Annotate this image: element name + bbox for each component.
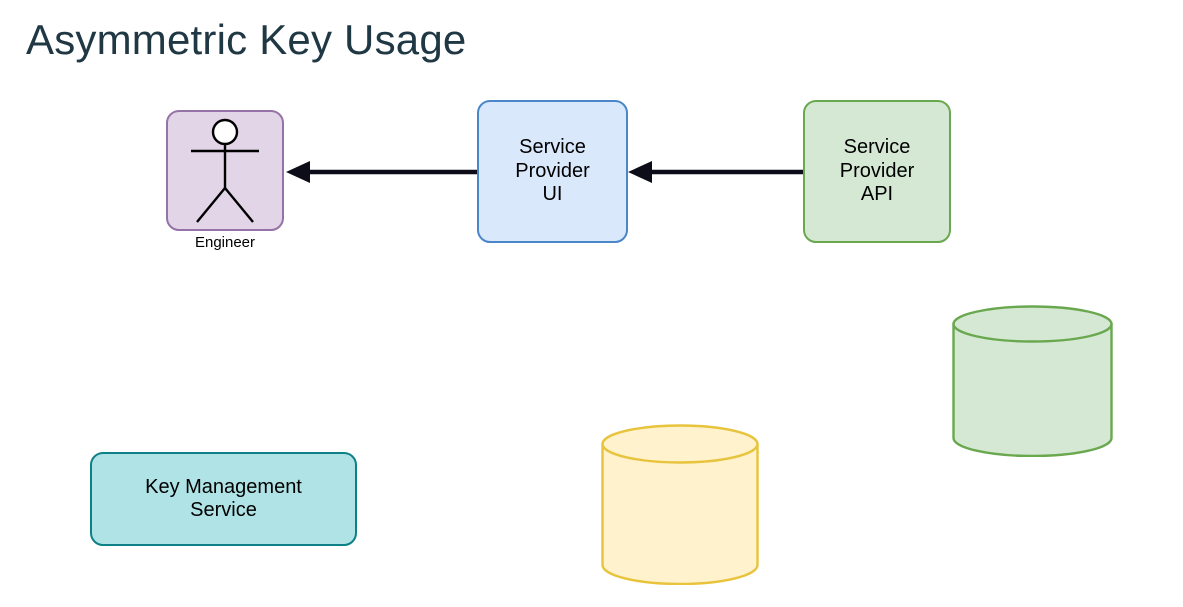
node-label-line: Service [519, 136, 586, 159]
node-engineer-label: Engineer [194, 234, 256, 251]
node-label-line: Provider [515, 159, 590, 182]
node-key-management-service[interactable]: Key Management Service [90, 452, 357, 546]
node-service-provider-ui-label: Service Provider UI [515, 136, 589, 206]
node-engineer[interactable] [166, 110, 284, 231]
node-label-line: UI [542, 183, 563, 206]
node-label-line: Provider [839, 159, 915, 182]
node-label-line: Service [190, 499, 257, 521]
node-service-provider-api[interactable]: Service Provider API [803, 100, 951, 243]
node-db[interactable]: DB [952, 305, 1113, 457]
edge-api-to-ui-hitbox[interactable] [628, 165, 803, 179]
node-service-provider-ui[interactable]: Service Provider UI [477, 100, 628, 243]
node-key-management-service-label: Key Management Service [145, 476, 302, 523]
node-production-application[interactable]: Production Application [601, 424, 759, 585]
cylinder-shape-production-application [601, 424, 759, 585]
node-service-provider-api-label: Service Provider API [840, 136, 914, 206]
page-title: Asymmetric Key Usage [26, 16, 467, 63]
cylinder-shape-db [952, 305, 1113, 457]
node-label-line: API [860, 183, 894, 206]
edge-ui-to-engineer-hitbox[interactable] [286, 165, 477, 179]
node-label-line: Service [843, 136, 911, 159]
node-label-line: Key Management [145, 475, 302, 498]
